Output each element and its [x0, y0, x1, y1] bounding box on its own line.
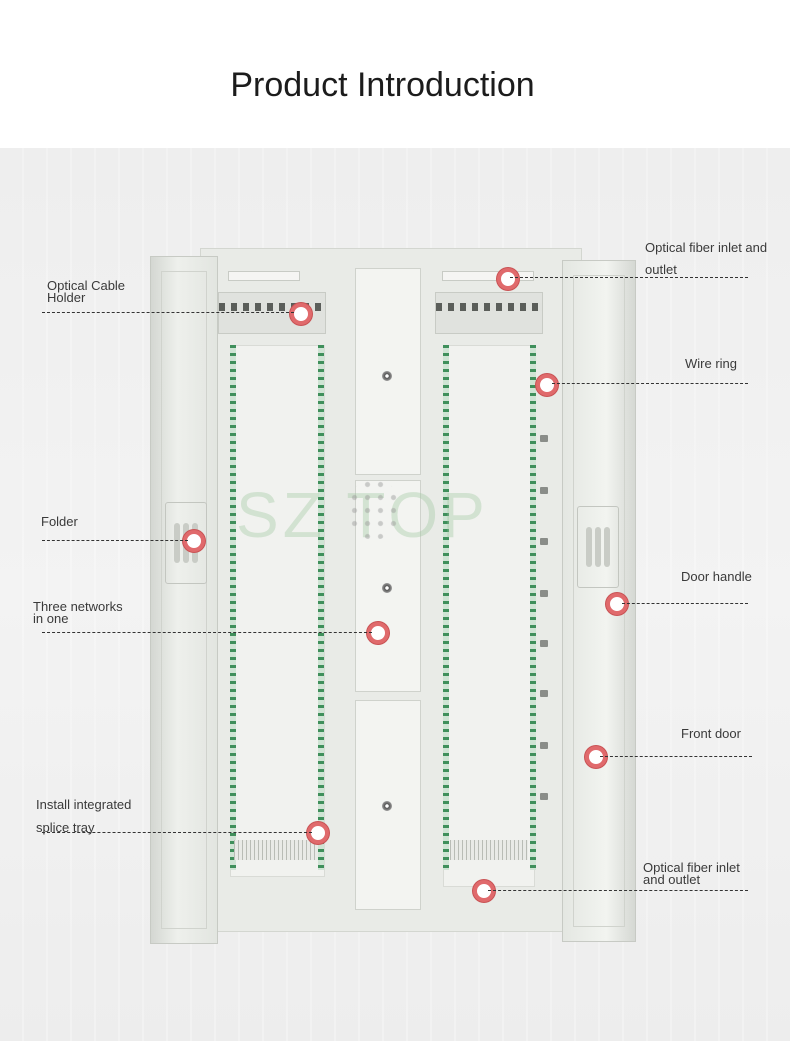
marker-wire-ring[interactable] [536, 374, 558, 396]
marker-fiber-inlet-top[interactable] [497, 268, 519, 290]
label-line: Front door [681, 726, 741, 741]
label-door-handle: Door handle [681, 569, 752, 584]
leader-optical-cable-holder [42, 312, 294, 313]
label-line: in one [33, 611, 69, 626]
wire-ring-peg [540, 690, 548, 697]
leader-door-handle [622, 603, 748, 604]
label-wire-ring: Wire ring [685, 356, 738, 371]
vent-left [234, 840, 318, 860]
leader-folder [42, 540, 188, 541]
rail-right-1 [443, 345, 449, 870]
lock-icon [382, 801, 392, 811]
leader-fiber-inlet-bottom [488, 890, 748, 891]
wire-ring-peg [540, 742, 548, 749]
label-line: Three networks [33, 599, 123, 614]
wire-ring-peg [540, 640, 548, 647]
center-panel-middle [355, 480, 421, 692]
label-splice-tray: Install integrated splice tray [36, 793, 131, 839]
lock-icon [382, 371, 392, 381]
center-panel-bottom [355, 700, 421, 910]
label-optical-cable-holder: Optical Cable Holder [47, 278, 126, 305]
label-fiber-inlet-bottom: Optical fiber inlet and outlet [643, 860, 740, 887]
label-folder: Folder [41, 514, 78, 529]
wire-ring-peg [540, 538, 548, 545]
wire-ring-peg [540, 590, 548, 597]
marker-folder[interactable] [183, 530, 205, 552]
leader-three-networks [42, 632, 372, 633]
wire-ring-peg [540, 435, 548, 442]
label-line: Optical fiber inlet [643, 860, 740, 875]
cable-holder-right [435, 292, 543, 334]
inlet-bar-left [228, 271, 300, 281]
label-line: Holder [47, 290, 86, 305]
lock-icon [382, 583, 392, 593]
marker-door-handle[interactable] [606, 593, 628, 615]
label-line: Wire ring [685, 356, 738, 371]
label-three-networks: Three networks in one [33, 599, 123, 626]
leader-fiber-inlet-top [510, 277, 748, 278]
label-line: Install integrated [36, 797, 132, 812]
leader-front-door [600, 756, 752, 757]
wire-ring-peg [540, 793, 548, 800]
label-fiber-inlet-top: Optical fiber inlet and outlet [645, 237, 767, 281]
marker-fiber-inlet-bottom[interactable] [473, 880, 495, 902]
bay-right [443, 345, 535, 887]
leader-wire-ring [552, 383, 748, 384]
label-line: Door handle [681, 569, 752, 584]
marker-three-networks[interactable] [367, 622, 389, 644]
label-line: Optical fiber inlet and [645, 240, 768, 255]
marker-optical-cable-holder[interactable] [290, 303, 312, 325]
label-line: Optical Cable [47, 278, 126, 293]
rail-right-2 [530, 345, 536, 870]
watermark: SZ TOP [236, 479, 489, 551]
label-line: Folder [41, 514, 78, 529]
bay-left [230, 345, 325, 877]
folder-holder-right [577, 506, 619, 588]
label-line: outlet [645, 262, 677, 277]
marker-front-door[interactable] [585, 746, 607, 768]
leader-splice-tray [42, 832, 312, 833]
vent-right [450, 840, 528, 860]
label-line: splice tray [36, 820, 95, 835]
label-front-door: Front door [681, 726, 741, 741]
watermark-logo-icon [348, 478, 400, 540]
rail-left-1 [230, 345, 236, 870]
rail-left-2 [318, 345, 324, 870]
label-line: and outlet [643, 872, 701, 887]
marker-splice-tray[interactable] [307, 822, 329, 844]
page-title: Product Introduction [230, 66, 535, 104]
wire-ring-peg [540, 487, 548, 494]
left-door [150, 256, 218, 944]
inlet-bar-right [442, 271, 534, 281]
center-panel-top [355, 268, 421, 475]
